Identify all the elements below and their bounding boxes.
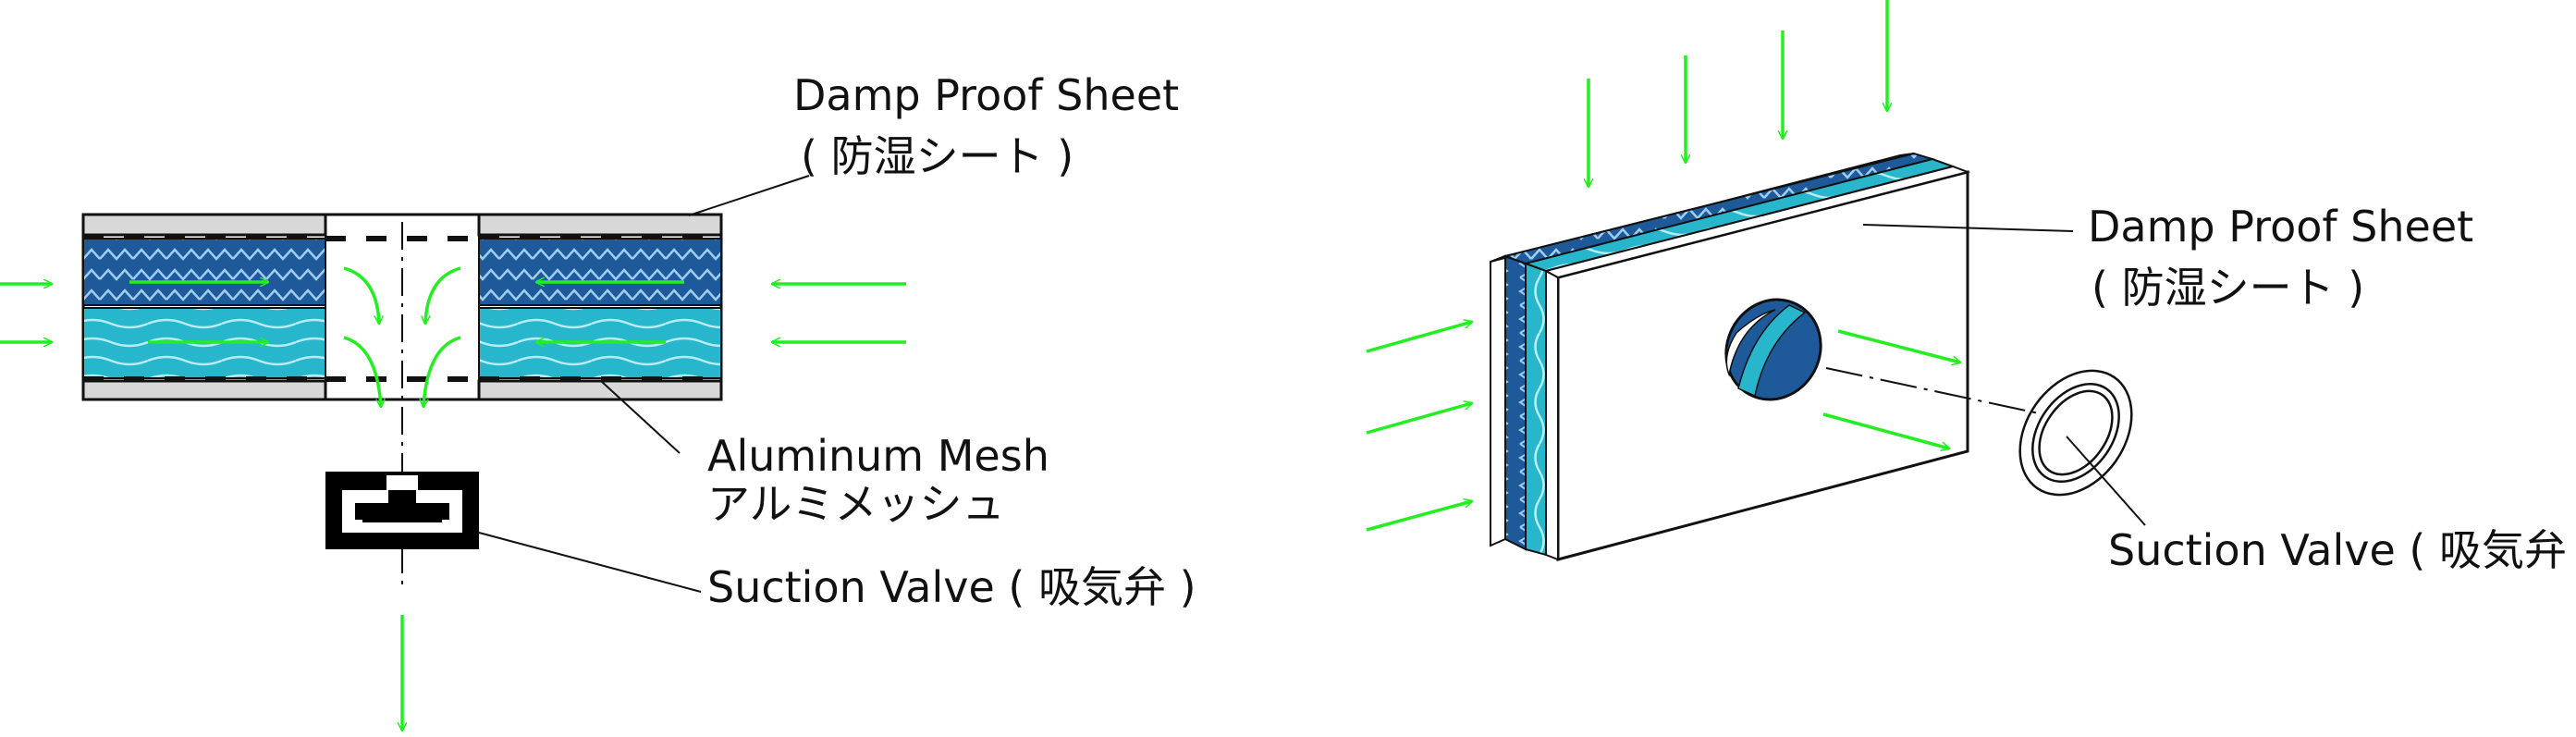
green-arrow-icon — [1837, 329, 1960, 362]
dark-foam-layer-left — [82, 238, 326, 306]
green-arrow-icon — [343, 336, 381, 407]
right-panel-block — [477, 213, 723, 401]
iso-leader-lines — [1862, 224, 2146, 526]
section-aluminum-mesh-jp-label: アルミメッシュ — [707, 479, 1005, 529]
green-arrow-icon — [1822, 412, 1949, 448]
suction-hole — [1724, 298, 1822, 401]
green-arrow-icon — [1366, 501, 1472, 532]
green-arrow-icon — [423, 336, 461, 407]
section-leader-lines — [478, 175, 810, 593]
section-suction-valve-label: Suction Valve ( 吸気弁 ) — [707, 562, 1196, 612]
iso-damp-proof-jp-label: ( 防湿シート ) — [2091, 263, 2365, 313]
section-aluminum-mesh-label: Aluminum Mesh — [707, 431, 1049, 481]
dark-foam-edge — [1504, 254, 1527, 551]
isometric-view — [1366, 0, 2146, 561]
cross-section-view — [0, 175, 906, 731]
damp-proof-sheet-edge-right — [1545, 269, 1559, 561]
green-arrow-icon — [1366, 322, 1472, 353]
green-arrow-icon — [343, 266, 379, 324]
left-panel-block — [81, 213, 327, 401]
iso-suction-valve-label: Suction Valve ( 吸気弁 ) — [2108, 525, 2576, 575]
valve-axis-line — [1825, 367, 2040, 414]
wave-foam-edge — [1525, 262, 1547, 557]
damp-proof-sheet-top-left — [81, 213, 327, 237]
green-arrow-icon — [1366, 403, 1472, 435]
dark-foam-layer-right — [478, 238, 722, 306]
center-opening — [325, 215, 480, 592]
top-sheet-strip-front — [1543, 165, 1971, 279]
section-damp-proof-jp-label: ( 防湿シート ) — [801, 131, 1074, 181]
suction-valve-disc — [2018, 369, 2133, 497]
wave-foam-layer-right — [478, 307, 722, 379]
damp-proof-sheet-edge-left — [1490, 254, 1506, 547]
airflow-arrows-section — [0, 266, 906, 731]
section-damp-proof-label: Damp Proof Sheet — [793, 70, 1180, 120]
green-arrow-icon — [425, 266, 461, 324]
airflow-arrows-iso — [1366, 0, 1960, 532]
iso-damp-proof-label: Damp Proof Sheet — [2088, 202, 2474, 252]
damp-proof-sheet-bottom-left — [81, 379, 327, 401]
damp-proof-sheet-bottom-right — [477, 379, 723, 401]
damp-proof-sheet-top-right — [477, 213, 723, 237]
suction-valve-section — [325, 472, 479, 549]
